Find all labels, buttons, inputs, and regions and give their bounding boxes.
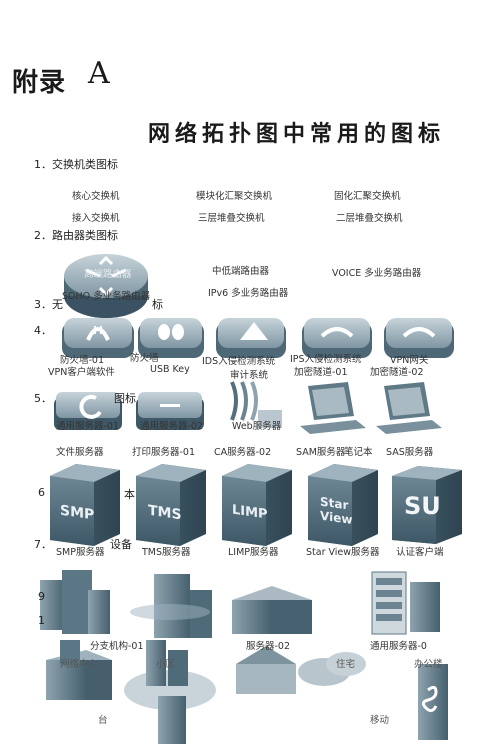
label-limp-server: LIMP服务器 xyxy=(228,547,279,558)
label-mobile: 移动 xyxy=(370,715,390,726)
limp-server-icon xyxy=(222,464,292,546)
section-switches: 1．交换机类图标 xyxy=(34,158,118,171)
laptop-1-icon xyxy=(300,382,366,434)
label-ipv6-router: IPv6 多业务路由器 xyxy=(208,288,289,299)
section-3: 3．无 xyxy=(34,298,63,311)
label-tms-server: TMS服务器 xyxy=(142,547,191,558)
appendix-heading: 附录 xyxy=(12,68,67,98)
label-vpn-client: VPN客户端软件 xyxy=(48,367,115,378)
label-platform: 台 xyxy=(98,715,108,726)
residential-area-icon xyxy=(124,640,216,710)
label-print-server: 打印服务器-01 xyxy=(132,447,196,458)
section-4: 4． xyxy=(34,324,52,337)
label-network-center: 网络中心 xyxy=(60,659,99,670)
server-1-icon xyxy=(54,392,122,430)
section-5-tail: 图标 xyxy=(114,392,136,405)
label-high-end-router: 高端路由器 xyxy=(84,269,132,280)
label-l3-stack-switch: 三层堆叠交换机 xyxy=(198,213,265,224)
tms-server-icon xyxy=(136,464,206,546)
starview-box-label: Star View xyxy=(320,494,353,528)
label-mid-low-router: 中低端路由器 xyxy=(212,266,270,277)
office-building-icon xyxy=(418,664,448,740)
tower-icon xyxy=(158,696,186,744)
label-web-server: Web服务器 xyxy=(232,421,282,432)
label-access-switch: 接入交换机 xyxy=(72,213,120,224)
label-community: 小区 xyxy=(156,659,176,670)
label-residence: 住宅 xyxy=(336,659,356,670)
residence-icon xyxy=(236,646,366,694)
firewall-2-icon xyxy=(138,318,204,358)
label-audit-system: 审计系统 xyxy=(230,370,269,381)
label-file-server: 文件服务器 xyxy=(56,447,104,458)
appendix-letter: A xyxy=(88,56,110,91)
label-starview-server: Star View服务器 xyxy=(306,547,380,558)
label-usb-key: USB Key xyxy=(150,364,190,375)
ids-icon xyxy=(216,318,286,358)
label-modular-agg-switch: 模块化汇聚交换机 xyxy=(196,191,273,202)
section-routers: 2．路由器类图标 xyxy=(34,229,118,242)
label-auth-client: 认证客户端 xyxy=(396,547,444,558)
starview-server-icon xyxy=(308,464,378,546)
label-server-0x: 通用服务器-0 xyxy=(370,641,427,652)
firewall-icon xyxy=(62,318,134,358)
section-6-tail: 本 xyxy=(124,488,135,501)
label-server-01: 通用服务器-01 xyxy=(56,421,120,432)
su-client-icon xyxy=(392,466,462,544)
label-fixed-agg-switch: 固化汇聚交换机 xyxy=(334,191,401,202)
label-ids: IDS入侵检测系统 xyxy=(202,356,276,367)
label-sas-server: SAS服务器 xyxy=(386,447,434,458)
label-voice-router: VOICE 多业务路由器 xyxy=(332,268,422,279)
label-vpn-gateway: VPN网关 xyxy=(390,355,429,366)
smp-server-icon xyxy=(50,464,120,546)
label-branch-01: 分支机构-01 xyxy=(90,641,144,652)
label-tunnel-01: 加密隧道-01 xyxy=(294,367,348,378)
network-center-icon xyxy=(46,640,112,700)
label-tunnel-02: 加密隧道-02 xyxy=(370,367,424,378)
label-laptop: 笔记本 xyxy=(344,447,373,458)
building-cluster-2-icon xyxy=(232,586,312,634)
label-sam-server: SAM服务器 xyxy=(296,447,346,458)
page-title: 网络拓扑图中常用的图标 xyxy=(148,122,446,147)
section-9: 9 xyxy=(38,590,45,603)
router-disc-icon xyxy=(64,254,148,318)
server-rack-icon xyxy=(371,571,440,635)
ips-icon xyxy=(302,318,372,358)
building-cluster-1-icon xyxy=(40,570,212,638)
label-server-02: 通用服务器-02 xyxy=(140,421,204,432)
label-firewall: 防火墙 xyxy=(130,353,159,364)
label-firewall-01: 防火墙-01 xyxy=(60,355,105,366)
section-3-tail: 标 xyxy=(152,298,163,311)
section-5: 5． xyxy=(34,392,52,405)
section-7-tail: 设备 xyxy=(110,538,132,551)
server-2-icon xyxy=(136,392,204,430)
label-office-building: 办公楼 xyxy=(414,659,443,670)
section-6: 6 xyxy=(38,486,45,499)
label-l2-stack-switch: 二层堆叠交换机 xyxy=(336,213,403,224)
su-box-label: SU xyxy=(404,492,441,520)
section-7: 7． xyxy=(34,538,52,551)
label-core-switch: 核心交换机 xyxy=(72,191,120,202)
label-soho-router: SOHO 多业务路由器 xyxy=(62,291,151,302)
vpn-gateway-icon xyxy=(384,318,454,358)
label-ips: IPS入侵检测系统 xyxy=(290,354,362,365)
web-server-icon xyxy=(230,381,282,428)
label-smp-server: SMP服务器 xyxy=(56,547,105,558)
label-ca-server: CA服务器-02 xyxy=(214,447,272,458)
section-10: 1 xyxy=(38,614,45,627)
label-server-02b: 服务器-02 xyxy=(246,641,291,652)
laptop-2-icon xyxy=(376,382,442,434)
